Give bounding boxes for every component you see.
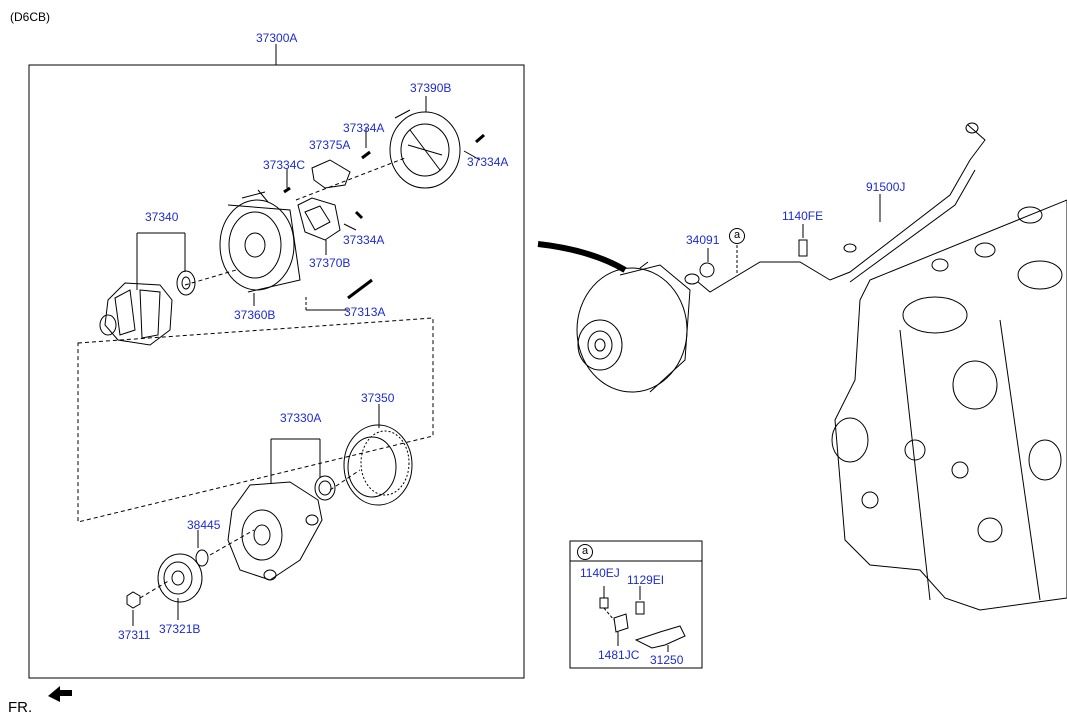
label-91500J[interactable]: 91500J <box>866 180 906 194</box>
bolt-1140FE-drawing <box>798 239 808 257</box>
label-37313A[interactable]: 37313A <box>344 305 386 319</box>
rotor-drawing <box>99 270 196 346</box>
label-37375A[interactable]: 37375A <box>309 138 351 152</box>
label-37311[interactable]: 37311 <box>118 628 151 642</box>
label-37300A[interactable]: 37300A <box>256 31 298 45</box>
label-37334A-right[interactable]: 37334A <box>467 155 509 169</box>
label-1140FE[interactable]: 1140FE <box>782 209 824 223</box>
label-37330A[interactable]: 37330A <box>280 411 322 425</box>
label-1140EJ[interactable]: 1140EJ <box>580 566 620 580</box>
detail-box <box>569 540 703 669</box>
callout-a-box: a <box>577 544 593 560</box>
clip-1481JC-drawing <box>613 613 629 633</box>
cover-drawing <box>389 109 461 189</box>
label-37370B[interactable]: 37370B <box>309 256 351 270</box>
regulator-drawing <box>297 197 341 241</box>
front-indicator: FR. <box>8 699 33 716</box>
tube-drawing <box>684 122 986 293</box>
stator-drawing <box>343 424 413 506</box>
bracket-31250-drawing <box>634 625 686 649</box>
alternator-drawing <box>576 261 691 393</box>
brush-drawing <box>311 159 351 189</box>
diagram-code: (D6CB) <box>10 10 51 24</box>
label-38445[interactable]: 38445 <box>187 518 221 532</box>
nut-drawing <box>126 591 141 609</box>
assembly-frame <box>28 64 525 679</box>
label-37390B[interactable]: 37390B <box>410 81 452 95</box>
rear-housing-drawing <box>227 481 323 581</box>
label-37340[interactable]: 37340 <box>145 210 179 224</box>
stator-subframe <box>77 317 434 523</box>
label-37334A-top[interactable]: 37334A <box>343 121 385 135</box>
label-34091[interactable]: 34091 <box>686 233 720 247</box>
nut-34091-drawing <box>699 262 715 278</box>
label-1129EI[interactable]: 1129EI <box>627 573 665 587</box>
washer-drawing <box>195 549 209 567</box>
pointer-arrow <box>537 241 627 273</box>
arrow-left-icon <box>48 686 72 702</box>
housing-drawing <box>219 189 301 293</box>
callout-a-main[interactable]: a <box>729 228 745 244</box>
label-37334A-mid[interactable]: 37334A <box>343 233 385 247</box>
engine-block-drawing <box>831 199 1067 611</box>
label-37360B[interactable]: 37360B <box>234 308 276 322</box>
bearing-drawing <box>314 475 336 501</box>
label-31250[interactable]: 31250 <box>650 653 684 667</box>
label-37321B[interactable]: 37321B <box>159 622 201 636</box>
label-37350[interactable]: 37350 <box>361 391 395 405</box>
label-1481JC[interactable]: 1481JC <box>598 648 640 662</box>
pulley-drawing <box>157 553 203 603</box>
label-37334C[interactable]: 37334C <box>263 158 306 172</box>
